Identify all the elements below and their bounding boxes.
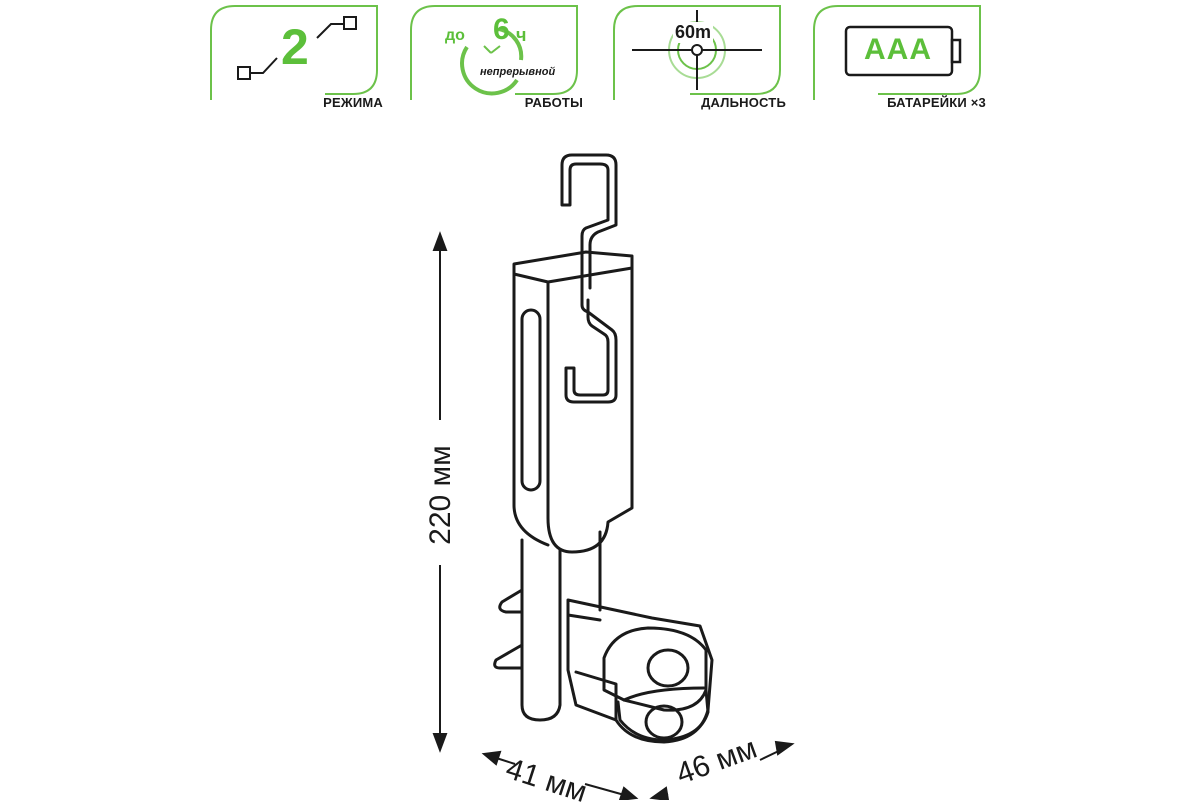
body-top (512, 250, 634, 284)
runtime-subtitle: непрерывной (480, 66, 556, 78)
battery-caption: БАТАРЕЙКИ ×3 (887, 95, 986, 110)
lens-lower (644, 704, 684, 740)
runtime-value: 6 (493, 13, 510, 46)
clip-fin-top (498, 588, 524, 614)
feature-range: 60m ДАЛЬНОСТЬ (608, 0, 786, 120)
lamp-head-base (566, 598, 714, 744)
side-window (520, 308, 542, 492)
dimension-height: 220 мм (424, 445, 457, 545)
hook (560, 153, 618, 404)
body-left (512, 272, 550, 547)
feature-battery: AAA БАТАРЕЙКИ ×3 (808, 0, 986, 120)
lamp-head-lower (616, 688, 710, 742)
runtime-unit: ч (516, 25, 527, 45)
clip-fin-bottom (493, 643, 524, 670)
feature-frame (613, 5, 781, 100)
body-front (546, 266, 634, 554)
feature-frame (210, 5, 378, 100)
feature-runtime: до 6 ч непрерывной РАБОТЫ (405, 0, 583, 120)
range-caption: ДАЛЬНОСТЬ (701, 95, 786, 110)
modes-value: 2 (281, 19, 309, 75)
stem (520, 538, 562, 722)
lamp-head-cap (602, 626, 708, 712)
battery-value: AAA (864, 33, 932, 66)
feature-frame (813, 5, 981, 100)
range-value: 60m (673, 22, 714, 43)
modes-caption: РЕЖИМА (323, 95, 383, 110)
feature-frame (410, 5, 578, 100)
runtime-caption: РАБОТЫ (524, 95, 583, 110)
runtime-prefix: до (445, 27, 465, 44)
clock-icon (460, 27, 524, 96)
dimension-lines (432, 231, 795, 800)
lens-upper (646, 648, 690, 688)
battery-icon (844, 25, 962, 77)
feature-modes: 2 РЕЖИМА (205, 0, 383, 120)
mode-switch-icon (237, 16, 357, 80)
